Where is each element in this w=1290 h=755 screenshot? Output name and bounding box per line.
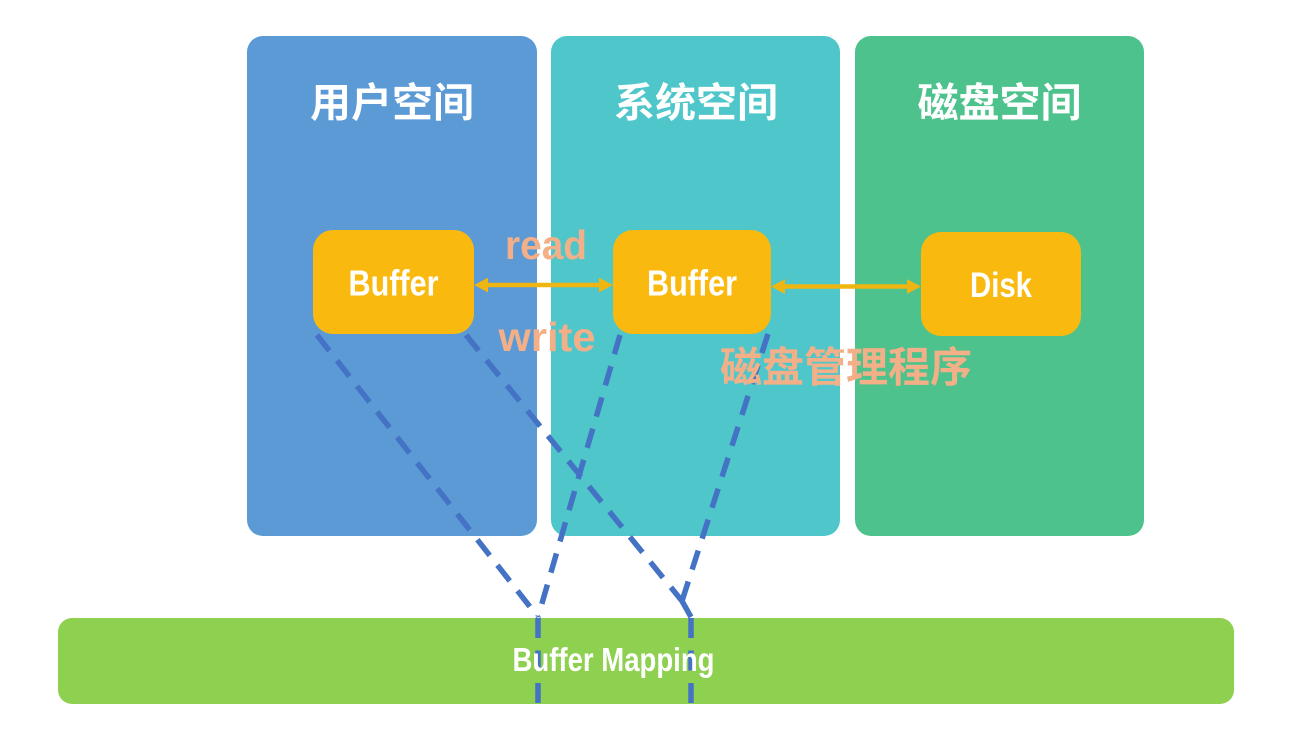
user-buffer-left-mapping-line: [314, 333, 541, 619]
mapping-dashed-lines: [314, 333, 771, 704]
system-buffer-label: Buffer: [647, 262, 737, 303]
write-label: write: [497, 314, 595, 360]
system-space-title: 系统空间: [615, 81, 776, 121]
disk-box: [921, 232, 1081, 336]
system-buffer-box: [613, 230, 771, 334]
user-buffer-label: Buffer: [349, 262, 439, 303]
user-buffer-right-mapping-line: [463, 333, 685, 603]
buffer-mapping-label: Buffer Mapping: [513, 641, 715, 678]
right-mapping-connector-line: [679, 599, 694, 619]
system-buffer-right-mapping-line: [679, 333, 771, 602]
buffer-mapping-bar: [58, 618, 1234, 704]
disk-manager-label: 磁盘管理程序: [720, 345, 971, 386]
buffer-to-buffer-arrow: [474, 277, 613, 293]
disk-label: Disk: [970, 266, 1032, 305]
read-label: read: [505, 222, 587, 268]
buffer-to-disk-arrow: [771, 279, 921, 294]
user-space-title: 用户空间: [310, 81, 472, 122]
user-buffer-box: [313, 230, 474, 334]
disk-space-title: 磁盘空间: [918, 81, 1079, 121]
